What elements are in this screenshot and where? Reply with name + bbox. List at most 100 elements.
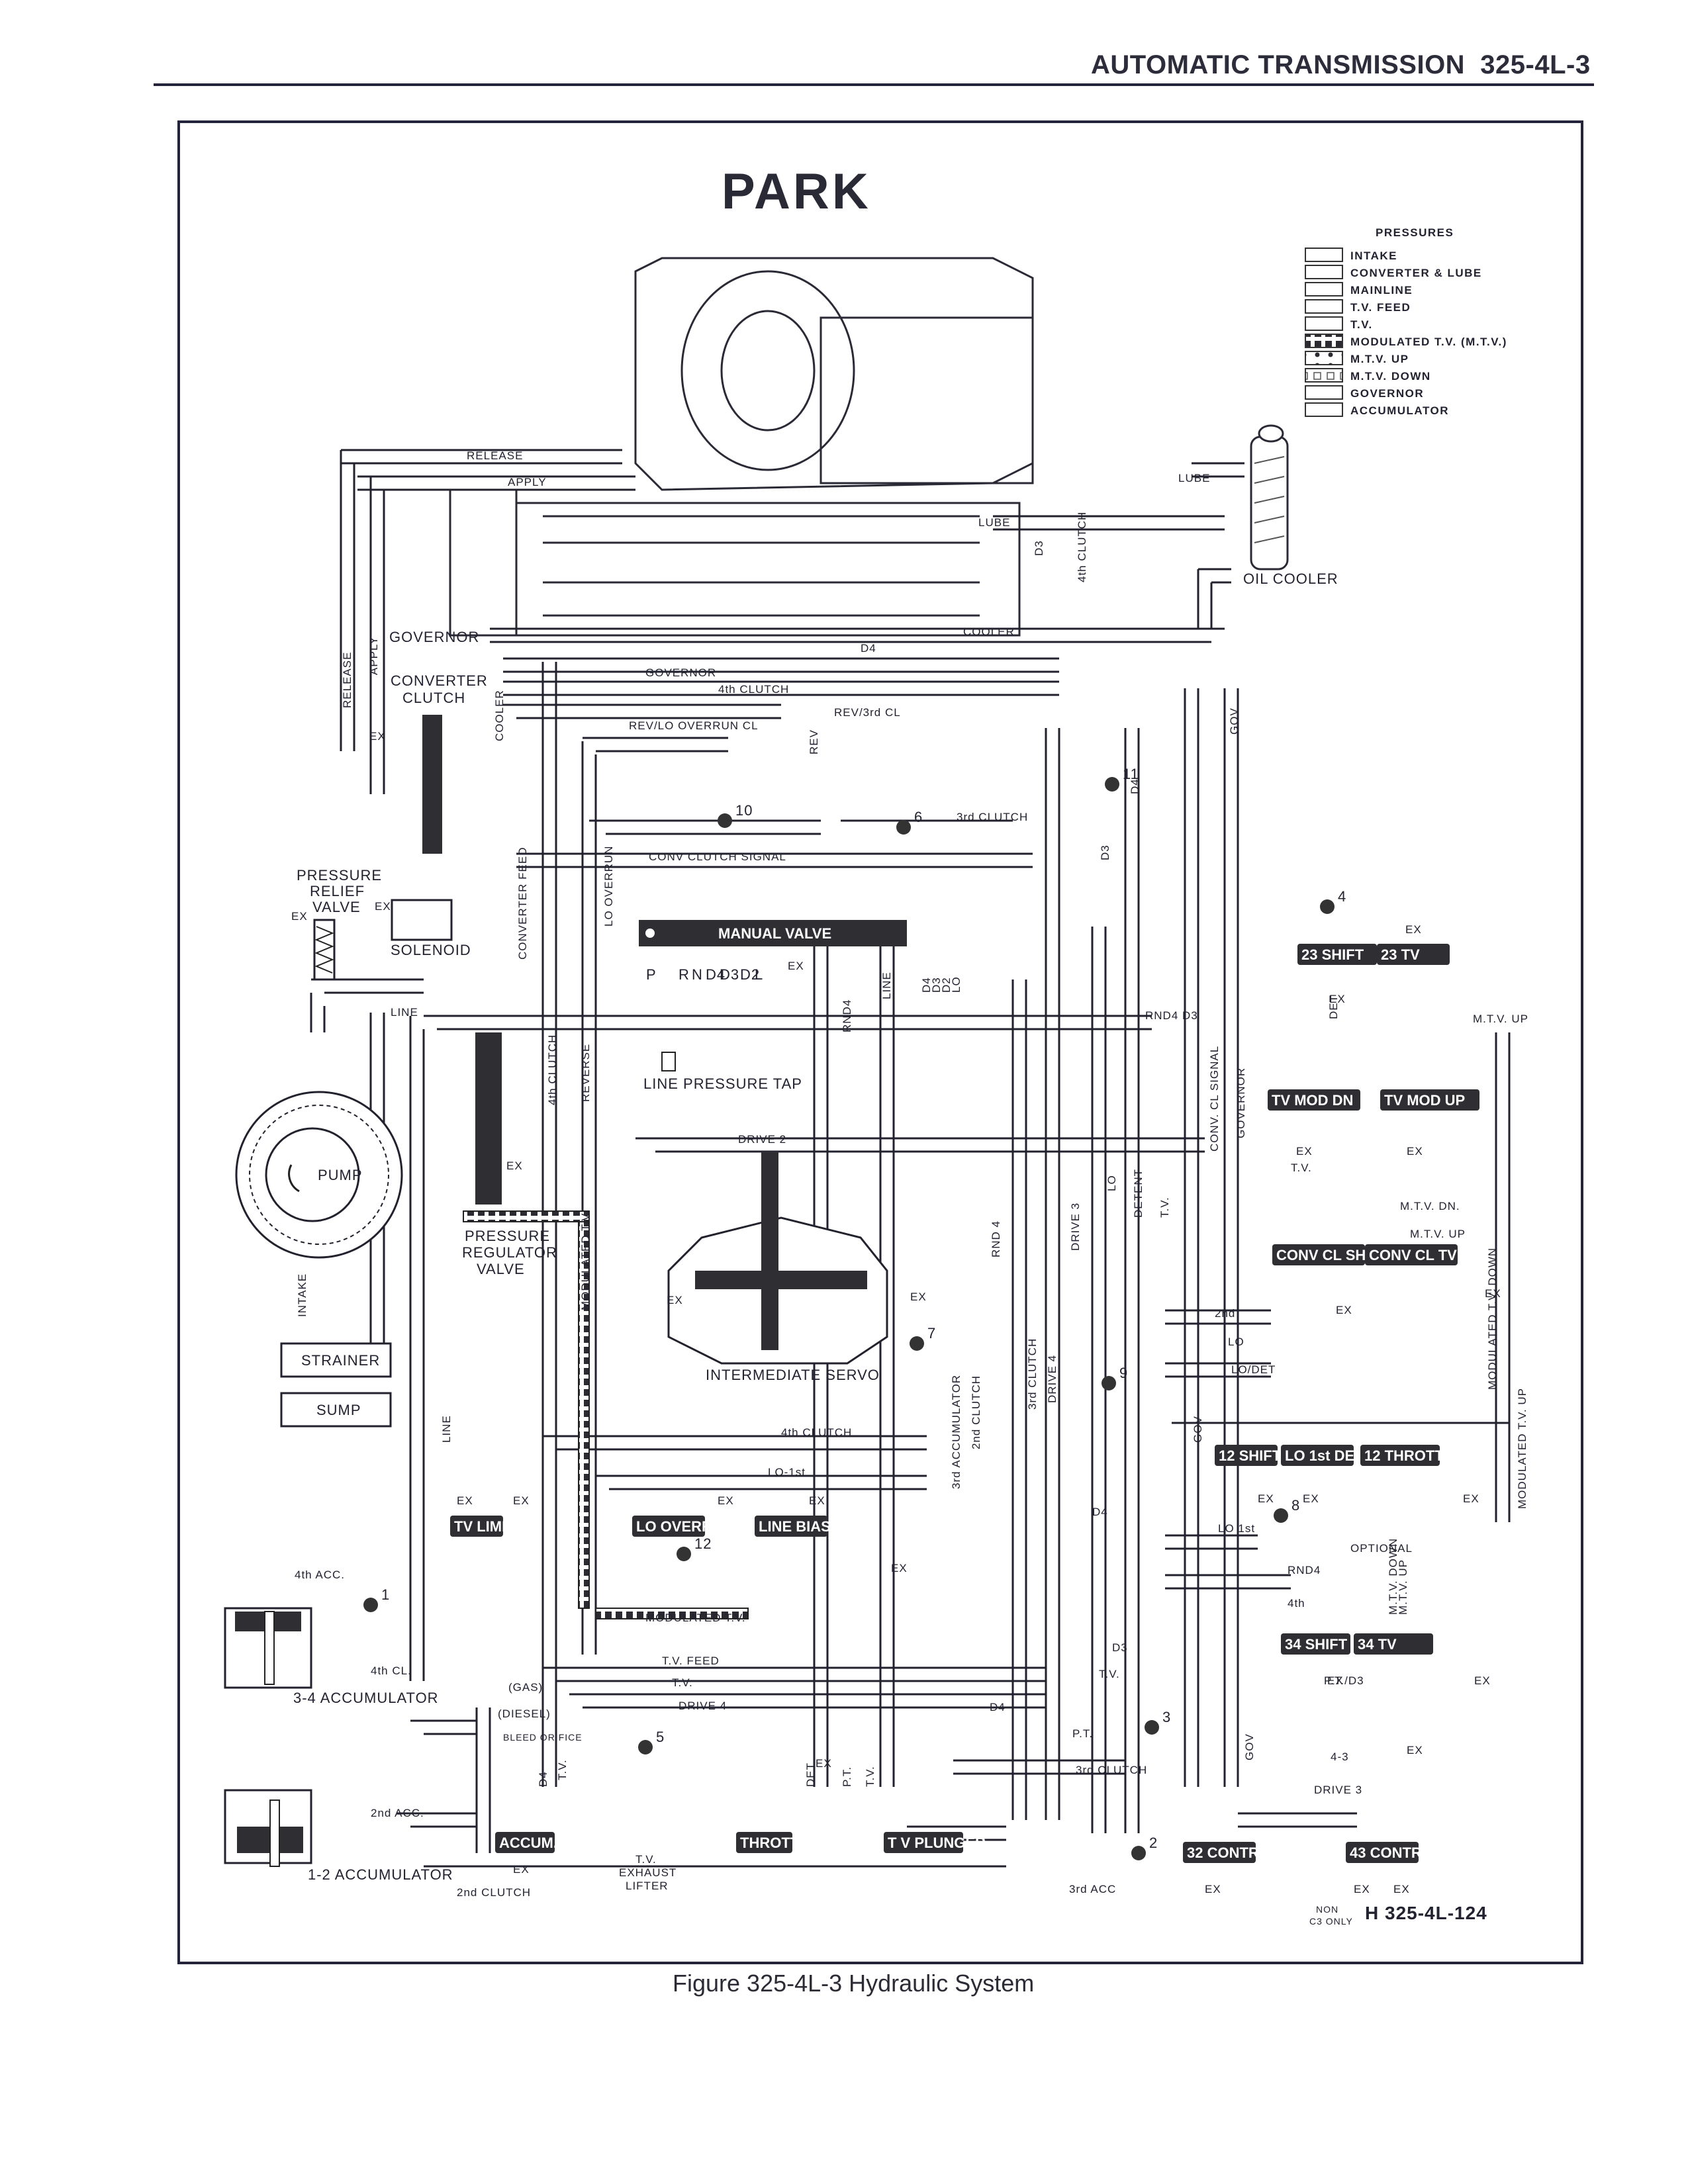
passage-label-lo-det: LO/DET	[1231, 1363, 1276, 1376]
valve-lo-1st-det: LO 1st DET	[1281, 1445, 1364, 1466]
passage-label-rnd-4: RND 4	[990, 1220, 1002, 1257]
passage-label-second-acc: 2nd ACC.	[371, 1807, 424, 1819]
check-ball-2: 2	[1131, 1835, 1158, 1860]
passage-label-tv: T.V.	[864, 1766, 876, 1787]
manual-position: D2	[740, 966, 760, 983]
passage-label-lo: LO	[1105, 1175, 1118, 1191]
manual-position: D3	[720, 966, 739, 983]
valve-label: CONV CL TV	[1369, 1247, 1457, 1263]
line-pressure-tap-label: LINE PRESSURE TAP	[643, 1075, 802, 1092]
figure-id: H 325-4L-124	[1365, 1903, 1487, 1923]
exhaust-label: EX	[1407, 1744, 1423, 1756]
prv-label-1: PRESSURE	[465, 1228, 550, 1244]
intermediate-servo: INTERMEDIATE SERVO	[667, 1152, 888, 1383]
valve-shift-12: 12 SHIFT	[1215, 1445, 1282, 1466]
valve-label: TV MOD UP	[1384, 1092, 1465, 1109]
exhaust-label: EX	[1463, 1492, 1479, 1505]
passage-label-gov: GOV	[1243, 1733, 1256, 1760]
passage-label-second-clutch-h: 2nd CLUTCH	[457, 1886, 531, 1899]
manual-position: N	[692, 966, 703, 983]
exhaust-label: EX	[369, 730, 386, 743]
passage-label-tv: T.V.	[1099, 1668, 1120, 1680]
passage-label-tv-feed: T.V. FEED	[662, 1655, 720, 1667]
solenoid-label: SOLENOID	[391, 942, 471, 958]
valve-label: TV LIMIT	[454, 1518, 515, 1535]
exhaust-label: EX	[513, 1863, 530, 1876]
legend-title: PRESSURES	[1376, 226, 1454, 239]
tv-exhaust-lifter-label-2: EXHAUST	[619, 1866, 677, 1879]
non-c3-label-2: C3 ONLY	[1309, 1916, 1353, 1927]
passage-label-third-accumulator: 3rd ACCUMULATOR	[950, 1375, 962, 1489]
passage-label-third-acc: 3rd ACC	[1069, 1883, 1116, 1895]
manual-position: P	[646, 966, 657, 983]
valve-shift-34: 34 SHIFT	[1281, 1633, 1350, 1655]
valve-throttle: THROTTLE	[736, 1832, 818, 1853]
passage-label-fourth-clutch: 4th CLUTCH	[1076, 512, 1088, 582]
passage-label-detent: DETENT	[1132, 1169, 1145, 1218]
pressure-relief-valve: PRESSURE RELIEF VALVE	[297, 867, 382, 981]
accumulator-34-label: 3-4 ACCUMULATOR	[293, 1690, 439, 1706]
exhaust-label: EX	[1405, 923, 1422, 936]
check-ball-7: 7	[910, 1325, 935, 1351]
exhaust-label: EX	[1303, 1492, 1319, 1505]
passage-label-drive-2: DRIVE 2	[738, 1133, 786, 1146]
header-section: 325-4L-3	[1480, 50, 1591, 79]
passage-label-d3: D3	[1033, 540, 1045, 556]
passage-label-second: 2nd	[1215, 1307, 1235, 1320]
bleed-orifice-label: BLEED ORIFICE	[503, 1732, 583, 1743]
valve-tv-plunger: T V PLUNGER	[884, 1832, 986, 1853]
pressure-regulator-valve: PRESSURE REGULATOR VALVE	[462, 1032, 557, 1277]
relief-label-1: PRESSURE	[297, 867, 382, 884]
legend-swatch	[1305, 248, 1343, 262]
diagram-frame	[177, 120, 1583, 1964]
passage-label-d4: D4	[861, 642, 876, 655]
legend-label: INTAKE	[1350, 250, 1397, 262]
exhaust-label: EX	[718, 1494, 734, 1507]
legend-swatch	[1305, 402, 1343, 417]
exhaust-label: EX	[1407, 1145, 1423, 1158]
servo-label: INTERMEDIATE SERVO	[706, 1367, 880, 1383]
passage-label-rnd4: RND4	[1288, 1564, 1321, 1576]
accumulator-12: 1-2 ACCUMULATOR	[224, 1789, 453, 1883]
passage-label-d4: D4	[1129, 778, 1141, 794]
passage-label-d4: D4	[920, 977, 933, 993]
passage-label-fourth-clutch: 4th CLUTCH	[546, 1034, 559, 1105]
passage-label-second-clutch: 2nd CLUTCH	[970, 1375, 982, 1449]
passage-label-drive-4: DRIVE 4	[679, 1700, 727, 1712]
check-ball-number: 2	[1149, 1835, 1158, 1851]
exhaust-label: EX	[375, 900, 391, 913]
passage-label-mtv-up-v: M.T.V. UP	[1397, 1559, 1409, 1615]
legend-swatch	[1305, 282, 1343, 296]
header-title: AUTOMATIC TRANSMISSION	[1091, 50, 1466, 79]
prv-label-2: REGULATOR	[462, 1244, 557, 1261]
valve-label: 32 CONTROL	[1187, 1844, 1279, 1861]
tv-exhaust-lifter-label-3: LIFTER	[626, 1880, 669, 1892]
legend-swatch	[1305, 368, 1343, 383]
exhaust-label: EX	[816, 1757, 832, 1770]
valve-line-bias: LINE BIAS	[755, 1516, 831, 1537]
passage-label-lo: LO	[1228, 1336, 1244, 1348]
valve-label: T V PLUNGER	[888, 1835, 986, 1851]
passage-label-governor: GOVERNOR	[1235, 1068, 1247, 1138]
manual-valve[interactable]: MANUAL VALVE	[639, 920, 907, 946]
valve-label: 34 SHIFT	[1285, 1636, 1348, 1653]
passage-label-pt: P.T.	[1072, 1727, 1093, 1740]
strainer-sump: STRAINER SUMP	[280, 1342, 392, 1428]
check-ball-number: 6	[914, 809, 923, 825]
exhaust-label: EX	[291, 910, 308, 923]
exhaust-label: EX	[809, 1494, 825, 1507]
passage-label-rnd4-d3: RND4 D3	[1145, 1009, 1198, 1022]
manual-position: D4	[706, 966, 726, 983]
check-ball-11: 11	[1105, 766, 1139, 792]
passage-label-fourth-clutch: 4th CLUTCH	[718, 683, 789, 696]
valve-label: LINE BIAS	[759, 1518, 831, 1535]
check-ball-8: 8	[1274, 1497, 1299, 1523]
manual-valve-label: MANUAL VALVE	[718, 925, 831, 942]
valve-label: TV MOD DN	[1272, 1092, 1353, 1109]
converter-clutch-label-1: CONVERTER	[391, 672, 488, 689]
governor-label: GOVERNOR	[389, 629, 479, 645]
valve-label: LO OVERRUN CL.	[636, 1518, 761, 1535]
passage-label-third-clutch: 3rd CLUTCH	[1076, 1764, 1147, 1776]
